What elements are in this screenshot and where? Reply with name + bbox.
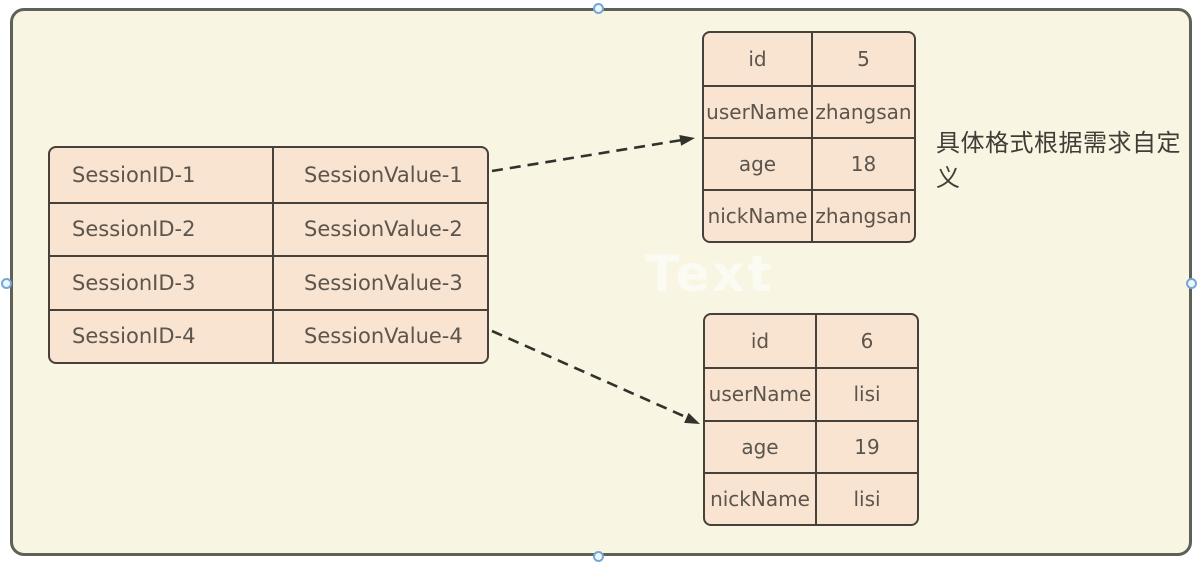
field-name-cell: id xyxy=(748,47,767,71)
session-id-cell: SessionID-4 xyxy=(50,308,272,363)
field-value-cell: lisi xyxy=(815,471,917,524)
watermark: Text xyxy=(645,245,775,303)
annotation-text[interactable]: 具体格式根据需求自定义 xyxy=(936,129,1181,192)
resize-handle-top[interactable] xyxy=(593,3,604,14)
session-value-cell: SessionValue-2 xyxy=(272,201,487,255)
arrow-session4-to-lisi[interactable] xyxy=(491,329,700,424)
session-id-cell: SessionID-1 xyxy=(72,162,196,187)
arrow-session1-to-zhangsan[interactable] xyxy=(491,135,695,173)
session-value-cell: SessionValue-3 xyxy=(272,255,487,309)
resize-handle-right[interactable] xyxy=(1186,278,1197,289)
field-value-cell: 18 xyxy=(811,137,914,189)
session-id-cell: SessionID-3 xyxy=(50,255,272,309)
field-name-cell: userName xyxy=(704,85,811,137)
field-name-cell: nickName xyxy=(704,189,811,241)
session-value-cell: SessionValue-1 xyxy=(272,148,487,202)
session-table[interactable]: SessionID-1 SessionValue-1 SessionID-2 S… xyxy=(48,146,489,364)
field-name-cell: id xyxy=(750,329,770,354)
field-name-cell: age xyxy=(705,419,815,472)
user-table-zhangsan[interactable]: id 5 userName zhangsan age 18 nickName z… xyxy=(702,31,916,243)
field-value-cell: lisi xyxy=(815,367,917,420)
field-name-cell: nickName xyxy=(705,471,815,524)
session-value-cell: SessionValue-4 xyxy=(272,308,487,362)
field-value-cell: zhangsan xyxy=(811,85,914,137)
field-value-cell: zhangsan xyxy=(811,189,914,241)
field-name-cell: age xyxy=(704,137,811,189)
field-value-cell: 19 xyxy=(815,419,917,472)
field-value-cell: 6 xyxy=(815,315,917,368)
user-table-lisi[interactable]: id 6 userName lisi age 19 nickName lisi xyxy=(703,313,919,526)
resize-handle-bottom[interactable] xyxy=(593,551,604,562)
field-name-cell: userName xyxy=(705,367,815,419)
resize-handle-left[interactable] xyxy=(1,278,12,289)
field-value-cell: 5 xyxy=(811,33,914,85)
session-id-cell: SessionID-2 xyxy=(50,201,272,256)
